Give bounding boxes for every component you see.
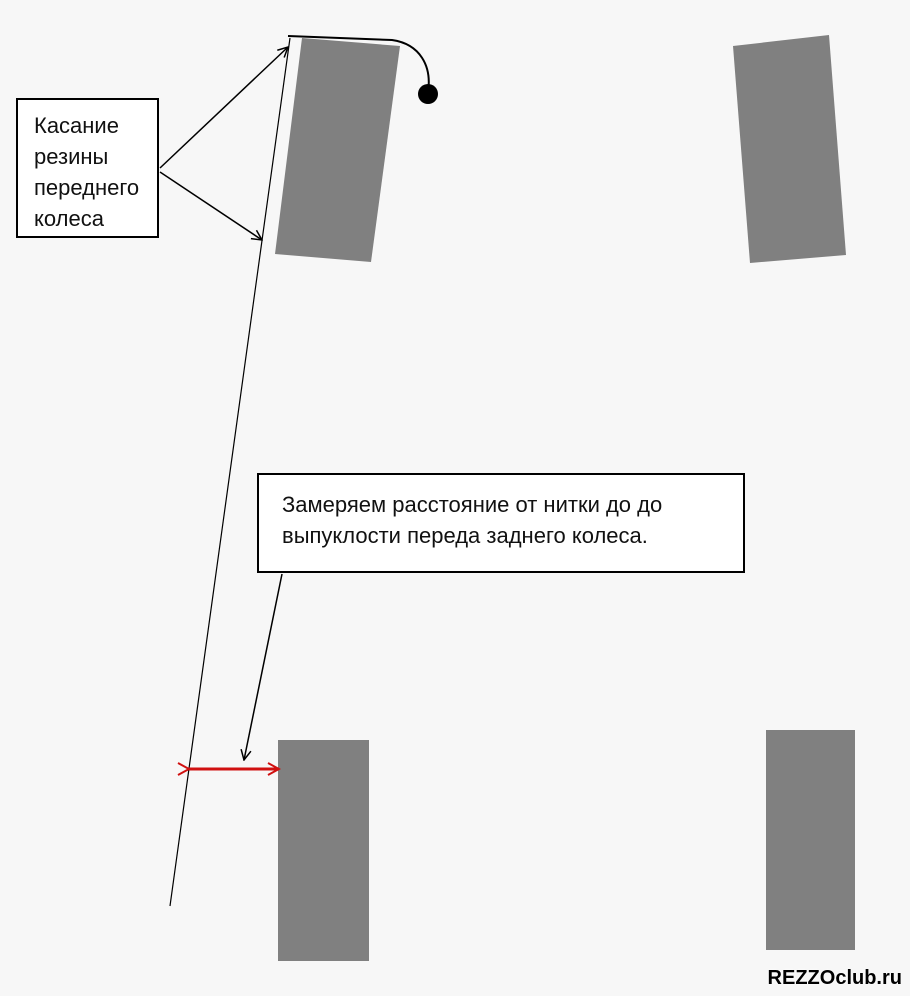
watermark-text: REZZOclub.ru	[767, 967, 902, 989]
front-contact-label-line: колеса	[34, 206, 104, 231]
front-contact-label-line: Касание	[34, 113, 119, 138]
front-left-wheel	[275, 38, 400, 262]
front-contact-label-line: переднего	[34, 175, 140, 200]
pointer-arrow-bottom	[159, 171, 262, 240]
rear-left-wheel	[278, 740, 369, 961]
rear-right-wheel	[766, 730, 855, 950]
rear-measure-label: Замеряем расстояние от нитки до до выпук…	[257, 473, 745, 573]
string-weight	[418, 84, 438, 104]
front-right-wheel	[733, 35, 846, 263]
front-contact-label-line: резины	[34, 144, 109, 169]
pointer-arrow-measure	[244, 573, 283, 760]
pointer-arrow-top	[159, 47, 288, 169]
string-line	[169, 37, 291, 907]
string-tie	[287, 35, 430, 93]
rear-measure-label-line: Замеряем расстояние от нитки до до	[282, 492, 663, 517]
front-contact-label: Касание резины переднего колеса	[16, 98, 159, 238]
rear-measure-label-line: выпуклости переда заднего колеса.	[282, 523, 648, 548]
